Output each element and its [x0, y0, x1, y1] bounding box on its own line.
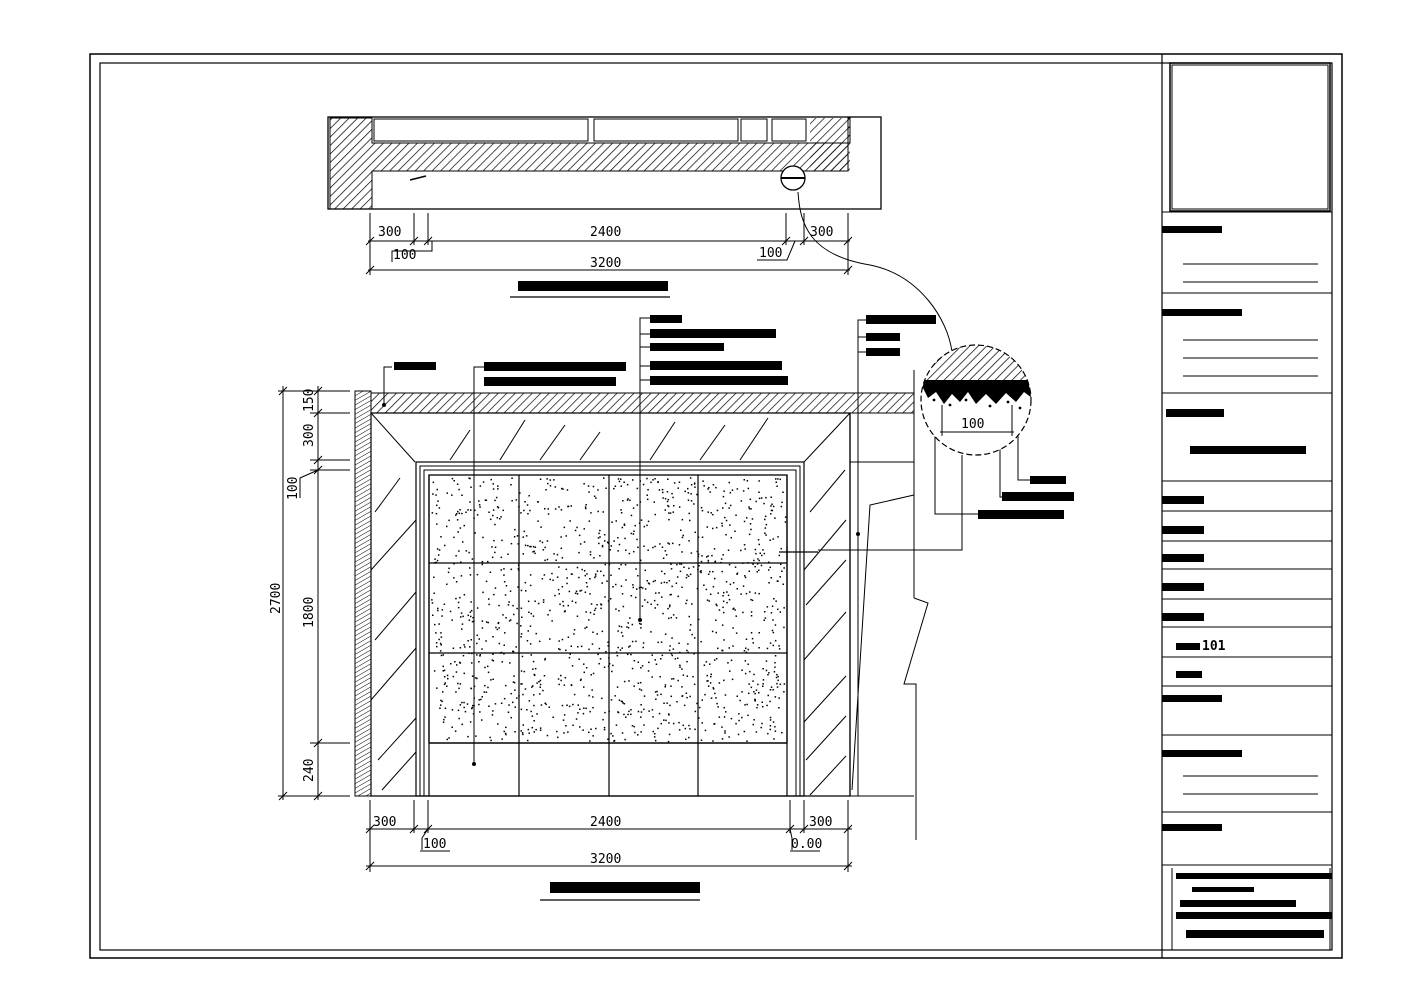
plan-dim-center-2400: 2400 — [590, 225, 621, 240]
elev-dim-center-2400: 2400 — [590, 815, 621, 830]
elev-dim-offset-right: 0.00 — [791, 837, 822, 852]
detail-callout — [920, 344, 1032, 456]
elevation-view-title — [540, 882, 700, 901]
stone-panel-grid — [428, 474, 788, 744]
elev-vdim-1800: 1800 — [302, 597, 317, 628]
elevation-vertical-dimensions — [278, 386, 350, 801]
elev-dim-left-300: 300 — [373, 815, 396, 830]
plan-dimension-lines — [365, 213, 853, 275]
stone-speckle — [431, 477, 787, 743]
elev-dim-offset-left: 100 — [423, 837, 446, 852]
elevation-horizontal-dimensions — [365, 800, 853, 872]
plan-dim-overall: 3200 — [590, 256, 621, 271]
detail-dim-100: 100 — [961, 417, 984, 432]
title-block — [1162, 62, 1332, 950]
plan-dim-left-300: 300 — [378, 225, 401, 240]
sheet-number: 101 — [1202, 639, 1226, 654]
elev-vdim-2700: 2700 — [269, 583, 284, 614]
plan-dim-right-300: 300 — [810, 225, 833, 240]
sheet-frame — [89, 53, 1343, 959]
elev-dim-right-300: 300 — [809, 815, 832, 830]
plan-view — [327, 116, 882, 210]
elev-vdim-240: 240 — [302, 759, 317, 782]
annotation-text-bars — [394, 315, 1074, 519]
elevation-view — [354, 370, 929, 840]
plan-view-title — [510, 281, 670, 298]
elev-dim-overall: 3200 — [590, 852, 621, 867]
plan-dim-offset-right: 100 — [759, 246, 782, 261]
elev-vdim-300: 300 — [302, 424, 317, 447]
plan-dim-offset-left: 100 — [393, 248, 416, 263]
detail-leader-curve — [797, 191, 953, 353]
elev-vdim-100: 100 — [286, 477, 301, 500]
elev-vdim-150: 150 — [302, 389, 317, 412]
